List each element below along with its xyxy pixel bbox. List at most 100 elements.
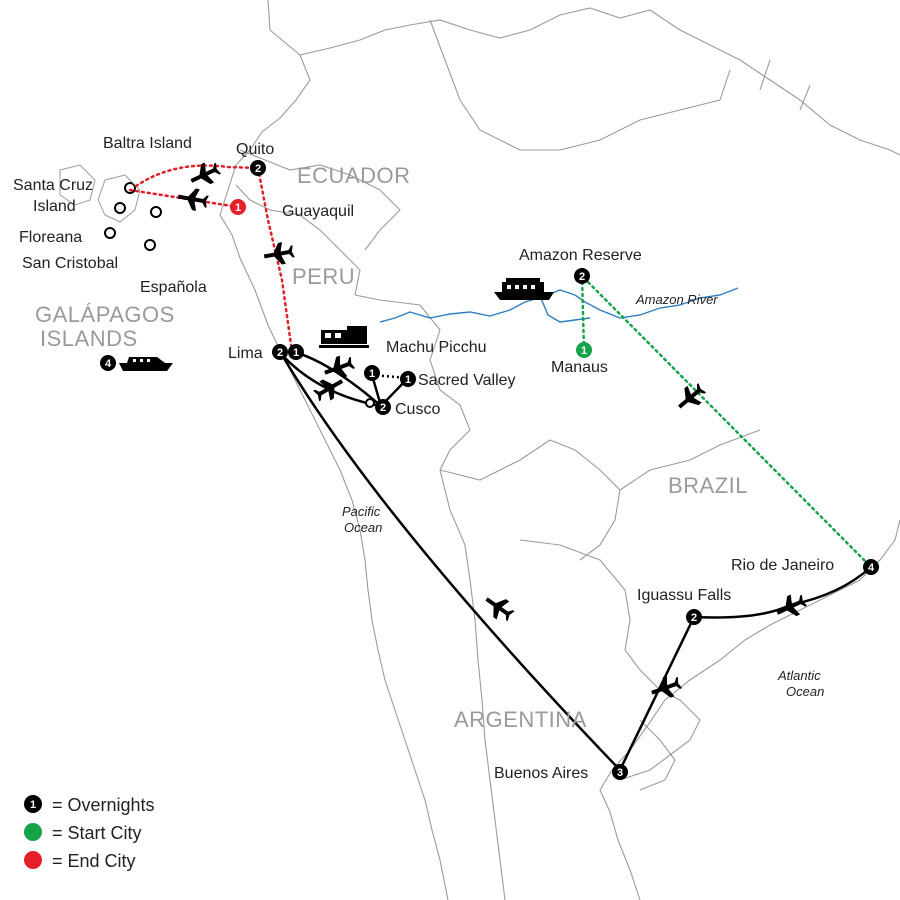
- galapagos-island-markers: [104, 182, 162, 251]
- island-label-espanola: Española: [140, 279, 207, 296]
- border-peru-brazil: [354, 294, 471, 471]
- buenos-aires-nights: 3: [617, 767, 623, 779]
- island-label-floreana: Floreana: [19, 229, 82, 246]
- route-buenos-aires-iguassu: [618, 616, 696, 771]
- city-label-cusco: Cusco: [395, 401, 440, 418]
- sacred-valley-nights: 1: [405, 374, 411, 386]
- iguassu-nights: 2: [691, 612, 697, 624]
- city-label-guayaquil: Guayaquil: [282, 203, 354, 220]
- atlantic-ocean-label-line1: Atlantic: [777, 668, 821, 683]
- land-borders: [219, 0, 900, 900]
- espanola-island-marker: [144, 239, 156, 251]
- legend-overnights: 1 = Overnights: [24, 795, 155, 815]
- legend-start-city-text: = Start City: [52, 823, 142, 843]
- border-ecuador-peru: [235, 184, 361, 296]
- country-label-brazil: BRAZIL: [668, 473, 748, 498]
- marker-galapagos-cruise: 4: [100, 355, 116, 371]
- border-argentina-brazil: [619, 689, 701, 781]
- marker-amazon-reserve: 2: [574, 268, 590, 284]
- lima-nights-a: 2: [277, 347, 283, 359]
- cusco-airport-marker: [365, 398, 375, 408]
- amazon-reserve-nights: 2: [579, 271, 585, 283]
- marker-iguassu: 2: [686, 609, 702, 625]
- border-colombia-ecuador: [239, 149, 401, 251]
- island-label-santa-cruz-line2: Island: [33, 198, 76, 215]
- marker-guayaquil: 1: [230, 199, 246, 215]
- legend-end-city-swatch: [24, 851, 42, 869]
- manaus-nights: 1: [581, 345, 587, 357]
- route-quito-lima: [256, 166, 294, 354]
- continent-coastline: [219, 0, 900, 900]
- route-manaus-amazon-reserve: [580, 274, 586, 352]
- border-chile-argentina: [439, 469, 506, 900]
- guayaquil-nights: 1: [235, 202, 241, 214]
- santa-cruz-island-marker: [114, 202, 126, 214]
- route-amazon-reserve-rio: [582, 276, 873, 569]
- plane-icon-lima-machu-picchu: [321, 352, 357, 384]
- train-icon: [319, 326, 369, 348]
- city-label-manaus: Manaus: [551, 359, 608, 376]
- marker-manaus: 1: [576, 342, 592, 358]
- marker-lima-b: 1: [288, 344, 304, 360]
- cusco-nights: 2: [380, 402, 386, 414]
- country-label-peru: PERU: [292, 264, 355, 289]
- border-venezuela: [429, 19, 721, 151]
- route-galapagos-quito: [134, 164, 260, 188]
- pacific-ocean-label-line2: Ocean: [344, 520, 382, 535]
- northern-coast: [299, 7, 900, 156]
- city-label-iguassu: Iguassu Falls: [637, 587, 731, 604]
- lima-nights-b: 1: [293, 347, 299, 359]
- machu-picchu-nights: 1: [369, 368, 375, 380]
- legend-start-city: = Start City: [24, 823, 142, 843]
- island-label-san-cristobal: San Cristobal: [22, 255, 118, 272]
- legend-start-city-swatch: [24, 823, 42, 841]
- island-label-baltra: Baltra Island: [103, 135, 192, 152]
- border-guianas: [719, 59, 811, 111]
- border-bolivia: [439, 439, 621, 561]
- marker-quito: 2: [250, 160, 266, 176]
- marker-buenos-aires: 3: [612, 764, 628, 780]
- atlantic-ocean-label-line2: Ocean: [786, 684, 824, 699]
- floreana-island-marker: [104, 227, 116, 239]
- border-brazil-interior: [619, 429, 761, 491]
- plane-icon-lima-buenos-aires: [480, 589, 518, 626]
- amazon-river: [379, 287, 739, 323]
- route-lima-buenos-aires: [280, 354, 621, 771]
- baltra-island-marker: [124, 182, 136, 194]
- country-label-ecuador: ECUADOR: [297, 163, 411, 188]
- city-label-rio: Rio de Janeiro: [731, 557, 834, 574]
- city-label-sacred-valley: Sacred Valley: [418, 372, 516, 389]
- rio-nights: 4: [868, 562, 875, 574]
- quito-nights: 2: [255, 163, 261, 175]
- river-label: Amazon River: [635, 292, 718, 307]
- island-label-santa-cruz-line1: Santa Cruz: [13, 177, 93, 194]
- legend-end-city: = End City: [24, 851, 136, 871]
- plane-icon-galapagos-guayaquil: [176, 185, 210, 213]
- legend-end-city-text: = End City: [52, 851, 136, 871]
- plane-icon-galapagos-quito: [186, 158, 224, 191]
- route-black: [280, 350, 872, 771]
- legend: 1 = Overnights = Start City = End City: [24, 795, 155, 871]
- pacific-ocean-label-line1: Pacific: [342, 504, 381, 519]
- country-label-galapagos-line1: GALÁPAGOS: [35, 302, 175, 327]
- city-label-lima: Lima: [228, 345, 263, 362]
- legend-overnights-text: = Overnights: [52, 795, 155, 815]
- san-cristobal-island-marker: [150, 206, 162, 218]
- plane-icon-iguassu-rio: [772, 590, 810, 623]
- border-uruguay: [639, 719, 676, 791]
- marker-machu-picchu: 1: [364, 365, 380, 381]
- riverboat-icon: [494, 278, 554, 300]
- marker-rio: 4: [863, 559, 879, 575]
- city-label-amazon-reserve: Amazon Reserve: [519, 247, 642, 264]
- country-label-galapagos-line2: ISLANDS: [40, 326, 138, 351]
- city-label-buenos-aires: Buenos Aires: [494, 765, 588, 782]
- marker-lima-a: 2: [272, 344, 288, 360]
- cruise-ship-icon: [119, 357, 173, 371]
- route-green: [580, 274, 873, 569]
- marker-cusco: 2: [375, 399, 391, 415]
- galapagos-cruise-nights: 4: [105, 358, 112, 370]
- marker-sacred-valley: 1: [400, 371, 416, 387]
- city-label-quito: Quito: [236, 141, 274, 158]
- border-paraguay: [519, 539, 661, 691]
